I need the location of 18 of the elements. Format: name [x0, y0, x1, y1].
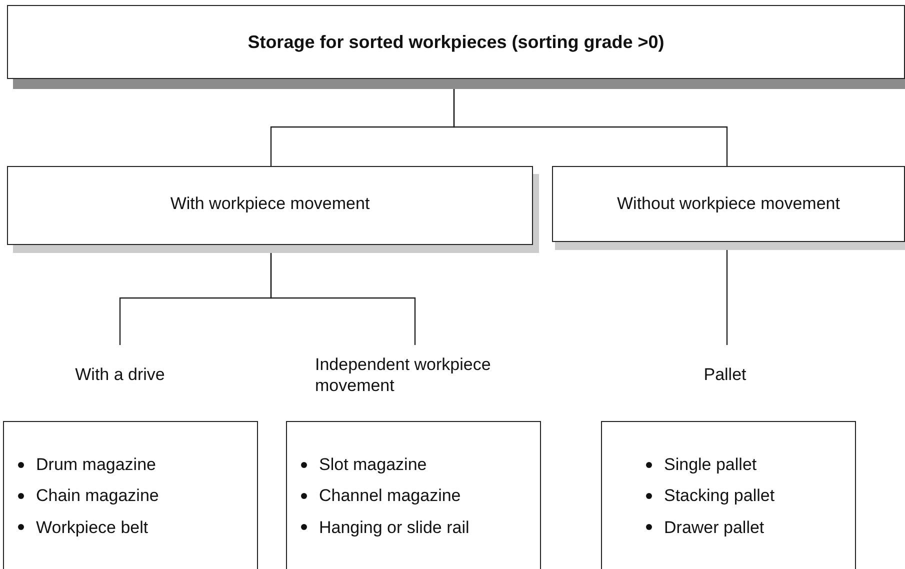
list-item: Slot magazine	[319, 454, 427, 476]
list-item: Workpiece belt	[36, 516, 148, 538]
box-title: With workpiece movement	[170, 192, 370, 214]
list-item: Single pallet	[664, 454, 757, 476]
branch-label: Independent workpiece movement	[315, 354, 492, 396]
box-title: Without workpiece movement	[617, 193, 840, 215]
list-item: Hanging or slide rail	[319, 516, 470, 538]
bullet-list-box	[3, 421, 258, 569]
branch-label: Pallet	[704, 364, 746, 386]
bullet-list-box	[601, 421, 856, 569]
list-item: Drawer pallet	[664, 516, 764, 538]
list-item: Drum magazine	[36, 454, 156, 476]
box-title: Storage for sorted workpieces (sorting grade >0)	[248, 30, 664, 54]
branch-label: With a drive	[75, 364, 165, 386]
list-item: Chain magazine	[36, 485, 159, 507]
bullet-list-box	[286, 421, 541, 569]
list-item: Channel magazine	[319, 485, 461, 507]
list-item: Stacking pallet	[664, 485, 775, 507]
